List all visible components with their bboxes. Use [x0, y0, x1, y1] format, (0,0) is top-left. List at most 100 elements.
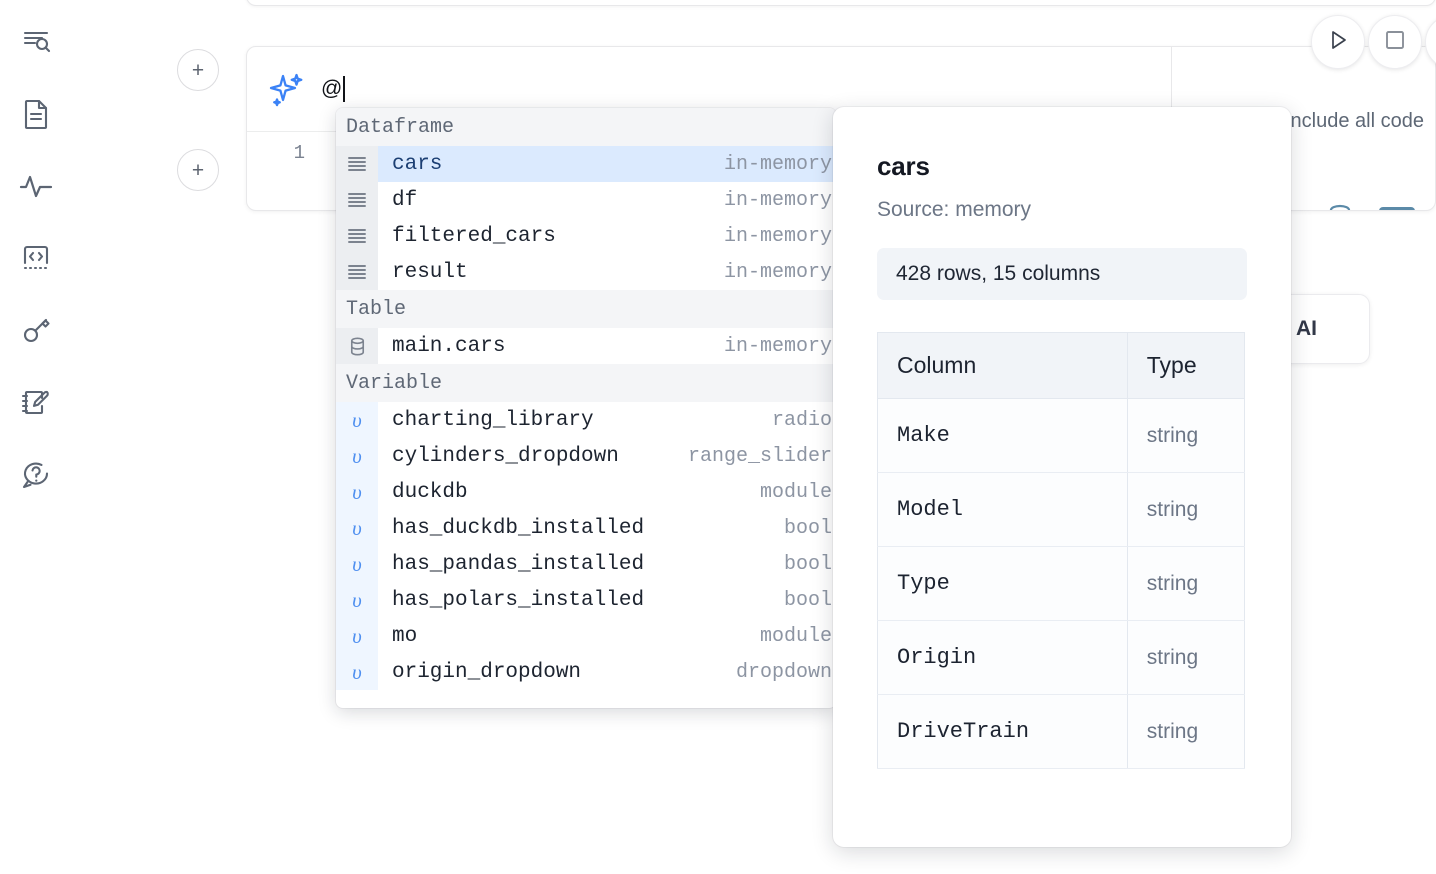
- schema-table-head: Column Type: [877, 332, 1245, 399]
- variable-icon: υ: [336, 546, 378, 582]
- snippets-code-icon: [19, 241, 53, 275]
- schema-column-type: string: [1146, 719, 1199, 743]
- schema-column-name: Origin: [897, 645, 977, 670]
- cell-type-icons: M: [1324, 202, 1416, 212]
- variable-icon: υ: [336, 510, 378, 546]
- schema-header-type: Type: [1127, 332, 1245, 399]
- database-sql-icon[interactable]: [1324, 202, 1356, 210]
- schema-cell-column: Type: [877, 546, 1128, 621]
- autocomplete-group-header: Variable: [336, 364, 836, 402]
- dataframe-rows-icon: [336, 146, 378, 182]
- schema-column-type: string: [1146, 645, 1199, 669]
- sidebar-item-scratchpad[interactable]: [12, 378, 60, 426]
- variable-icon: υ: [336, 654, 378, 690]
- schema-column-name: Type: [897, 571, 950, 596]
- schema-cell-column: Model: [877, 472, 1128, 547]
- schema-cell-type: string: [1127, 694, 1245, 769]
- autocomplete-item-name: result: [392, 260, 468, 284]
- autocomplete-item-kind: in-memory: [723, 224, 832, 248]
- detail-title: cars: [877, 151, 930, 181]
- autocomplete-item-name: mo: [392, 624, 418, 648]
- autocomplete-item-name: cylinders_dropdown: [392, 444, 619, 468]
- scratchpad-edit-icon: [19, 385, 53, 419]
- schema-column-name: Model: [897, 497, 964, 522]
- autocomplete-item-name: main.cars: [392, 334, 506, 358]
- dataframe-detail-panel: cars Source: memory 428 rows, 15 columns…: [833, 107, 1291, 847]
- autocomplete-item-kind: in-memory: [723, 260, 832, 284]
- schema-cell-type: string: [1127, 472, 1245, 547]
- add-cell-button-below[interactable]: +: [177, 149, 219, 191]
- autocomplete-item[interactable]: υ has_polars_installed bool: [336, 582, 836, 618]
- explore-variables-icon: [18, 24, 54, 60]
- notebook-file-icon: [19, 97, 53, 131]
- autocomplete-item-labels: mo module: [378, 618, 836, 654]
- database-table-icon: [336, 328, 378, 364]
- svg-text:M: M: [1384, 211, 1396, 212]
- add-cell-button-above[interactable]: +: [177, 49, 219, 91]
- sidebar-item-snippets[interactable]: [12, 234, 60, 282]
- plus-icon: +: [191, 58, 205, 82]
- autocomplete-item-name: has_pandas_installed: [392, 552, 645, 576]
- schema-header-column: Column: [877, 332, 1128, 399]
- autocomplete-item-labels: charting_library radio: [378, 402, 836, 438]
- dataframe-rows-icon: [336, 218, 378, 254]
- sidebar-item-secrets[interactable]: [12, 306, 60, 354]
- autocomplete-item-kind: bool: [783, 552, 832, 576]
- run-cell-button[interactable]: [1311, 15, 1365, 69]
- autocomplete-item-name: charting_library: [392, 408, 594, 432]
- text-caret: [343, 76, 346, 102]
- autocomplete-item-kind: radio: [771, 408, 832, 432]
- plus-icon: +: [191, 158, 205, 182]
- autocomplete-item-name: df: [392, 188, 418, 212]
- sidebar-item-notebook-file[interactable]: [12, 90, 60, 138]
- ai-prompt-row: @: [247, 47, 1172, 131]
- autocomplete-item[interactable]: υ has_pandas_installed bool: [336, 546, 836, 582]
- stop-cell-button[interactable]: [1368, 15, 1422, 69]
- ai-prompt-input[interactable]: @: [321, 69, 1171, 109]
- sidebar-item-explore-variables[interactable]: [12, 18, 60, 66]
- detail-stats-badge: 428 rows, 15 columns: [877, 248, 1247, 300]
- schema-row: Origin string: [877, 620, 1245, 695]
- schema-row: Model string: [877, 472, 1245, 547]
- include-all-code-label: Include all code: [1285, 110, 1424, 132]
- autocomplete-item-labels: has_polars_installed bool: [378, 582, 836, 618]
- schema-column-type: string: [1146, 497, 1199, 521]
- left-sidebar: [0, 0, 72, 874]
- autocomplete-item-kind: bool: [783, 588, 832, 612]
- autocomplete-item-labels: has_pandas_installed bool: [378, 546, 836, 582]
- autocomplete-item-name: has_polars_installed: [392, 588, 645, 612]
- schema-row: DriveTrain string: [877, 694, 1245, 769]
- sidebar-item-activity[interactable]: [12, 162, 60, 210]
- sidebar-item-help[interactable]: [12, 450, 60, 498]
- variable-icon: υ: [336, 474, 378, 510]
- autocomplete-item-kind: module: [759, 480, 832, 504]
- schema-header-row: Column Type: [877, 332, 1245, 399]
- markdown-icon[interactable]: M: [1378, 205, 1416, 212]
- dataframe-rows-icon: [336, 254, 378, 290]
- schema-cell-column: Make: [877, 398, 1128, 473]
- autocomplete-item-kind: module: [759, 624, 832, 648]
- autocomplete-group-header: Dataframe: [336, 108, 836, 146]
- schema-cell-column: DriveTrain: [877, 694, 1128, 769]
- variable-icon: υ: [336, 582, 378, 618]
- autocomplete-item[interactable]: result in-memory: [336, 254, 836, 290]
